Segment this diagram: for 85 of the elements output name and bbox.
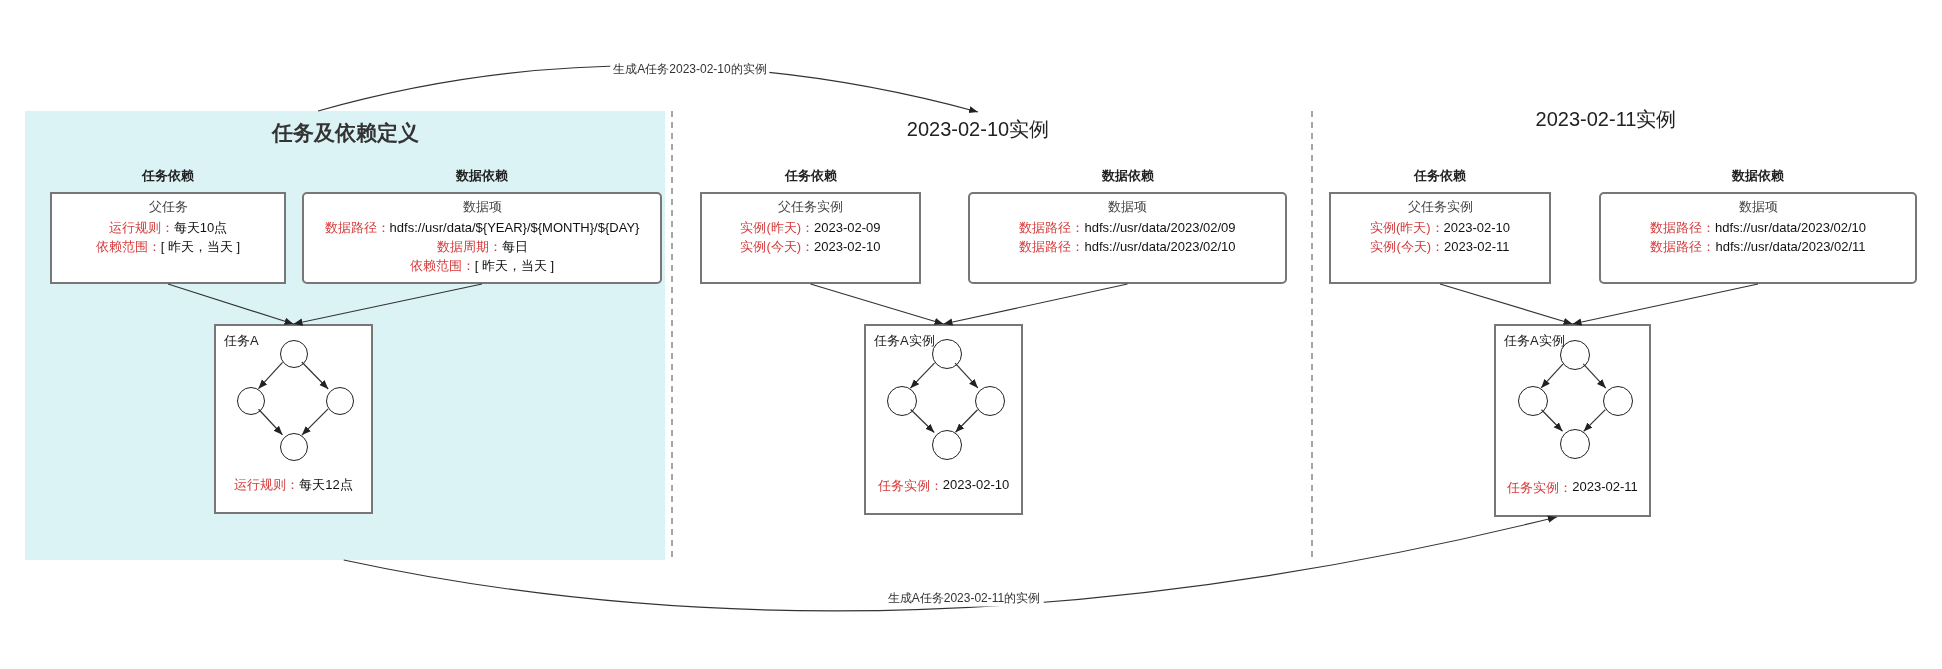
field-label: 实例(昨天)： [1369, 219, 1444, 237]
circle [887, 386, 917, 416]
field-label: 数据路径： [324, 219, 390, 237]
box-heading: 数据依赖 [455, 167, 509, 185]
field-value: 2023-02-11 [1572, 479, 1638, 496]
box-heading: 数据依赖 [1731, 167, 1785, 185]
circle [326, 387, 354, 415]
task-label: 任务A实例 [1504, 332, 1565, 350]
arrow [343, 515, 1558, 612]
circle [280, 433, 308, 461]
field-label: 依赖范围： [95, 238, 161, 256]
box-heading: 任务依赖 [140, 167, 195, 185]
circle [932, 430, 962, 460]
box-title: 父任务实例 [1407, 198, 1473, 216]
box-title: 数据项 [1738, 198, 1778, 216]
field-label: 任务实例： [1507, 479, 1573, 497]
field-value: 每天12点 [299, 476, 353, 494]
section-panel [25, 111, 665, 560]
field-label: 运行规则： [108, 219, 174, 237]
panel-title: 任务及依赖定义 [270, 120, 420, 146]
field-value: 每日 [501, 238, 528, 256]
field-label: 运行规则： [234, 476, 300, 494]
arrow [1439, 283, 1574, 325]
arrow [809, 283, 945, 325]
field-label: 依赖范围： [409, 257, 475, 275]
field-value: hdfs://usr/data/2023/02/10 [1084, 238, 1236, 256]
circle [975, 386, 1005, 416]
circle [237, 387, 265, 415]
box-title: 数据项 [1108, 198, 1147, 216]
task-label: 任务A [224, 332, 259, 350]
field-value: 2023-02-11 [1444, 238, 1510, 256]
task-box [214, 324, 373, 514]
arrow [1582, 363, 1607, 389]
arrow [1583, 409, 1606, 432]
field-value: hdfs://usr/data/2023/02/10 [1714, 219, 1867, 237]
arrow [257, 408, 284, 436]
arrow [1540, 409, 1564, 432]
box-title: 父任务 [148, 198, 188, 216]
field-label: 实例(今天)： [1370, 238, 1445, 256]
field-label: 数据路径： [1650, 238, 1716, 256]
field-label: 数据周期： [436, 238, 502, 256]
arrow [909, 362, 936, 389]
task-label: 任务A实例 [874, 332, 935, 350]
arrow [257, 361, 284, 390]
field-value: 2023-02-09 [814, 219, 881, 237]
edge-label: 生成A任务2023-02-10的实例 [610, 60, 770, 78]
field-value: 2023-02-10 [1443, 219, 1511, 237]
arrow [1540, 363, 1564, 389]
circle [1560, 429, 1590, 459]
field-value: hdfs://usr/data/2023/02/09 [1084, 219, 1236, 237]
box-title: 数据项 [462, 198, 502, 216]
arrow [954, 409, 979, 433]
arrow [301, 408, 329, 436]
field-value: [ 昨天，当天 ] [160, 238, 241, 256]
arrow [942, 283, 1129, 326]
circle [1518, 386, 1548, 416]
field-label: 数据路径： [1019, 238, 1085, 256]
task-box [864, 324, 1023, 515]
box-heading: 任务依赖 [1412, 167, 1467, 185]
field-label: 实例(昨天)： [740, 219, 815, 237]
task-box [1494, 324, 1651, 517]
arrow [910, 408, 935, 434]
arrow [1571, 283, 1759, 326]
field-value: hdfs://usr/data/2023/02/11 [1715, 238, 1866, 256]
field-label: 数据路径： [1649, 219, 1715, 237]
field-label: 数据路径： [1019, 219, 1085, 237]
circle [1603, 386, 1633, 416]
arrow [954, 362, 979, 389]
field-label: 实例(今天)： [740, 238, 815, 256]
arrow [292, 283, 483, 326]
arrow [167, 283, 295, 325]
field-value: 2023-02-10 [814, 238, 881, 256]
box-heading: 数据依赖 [1100, 167, 1155, 185]
box-title: 父任务实例 [778, 198, 843, 216]
circle [280, 340, 308, 368]
circle [932, 339, 962, 369]
field-label: 任务实例： [877, 477, 943, 495]
section-title: 2023-02-11实例 [1526, 102, 1686, 136]
section-title: 2023-02-10实例 [898, 112, 1058, 146]
field-value: 每天10点 [173, 219, 228, 237]
field-value: hdfs://usr/data/${YEAR}/${MONTH}/${DAY} [389, 219, 640, 237]
arrow [301, 361, 329, 390]
box-heading: 任务依赖 [783, 167, 838, 185]
field-value: 2023-02-10 [942, 477, 1010, 494]
field-value: [ 昨天，当天 ] [474, 257, 555, 275]
